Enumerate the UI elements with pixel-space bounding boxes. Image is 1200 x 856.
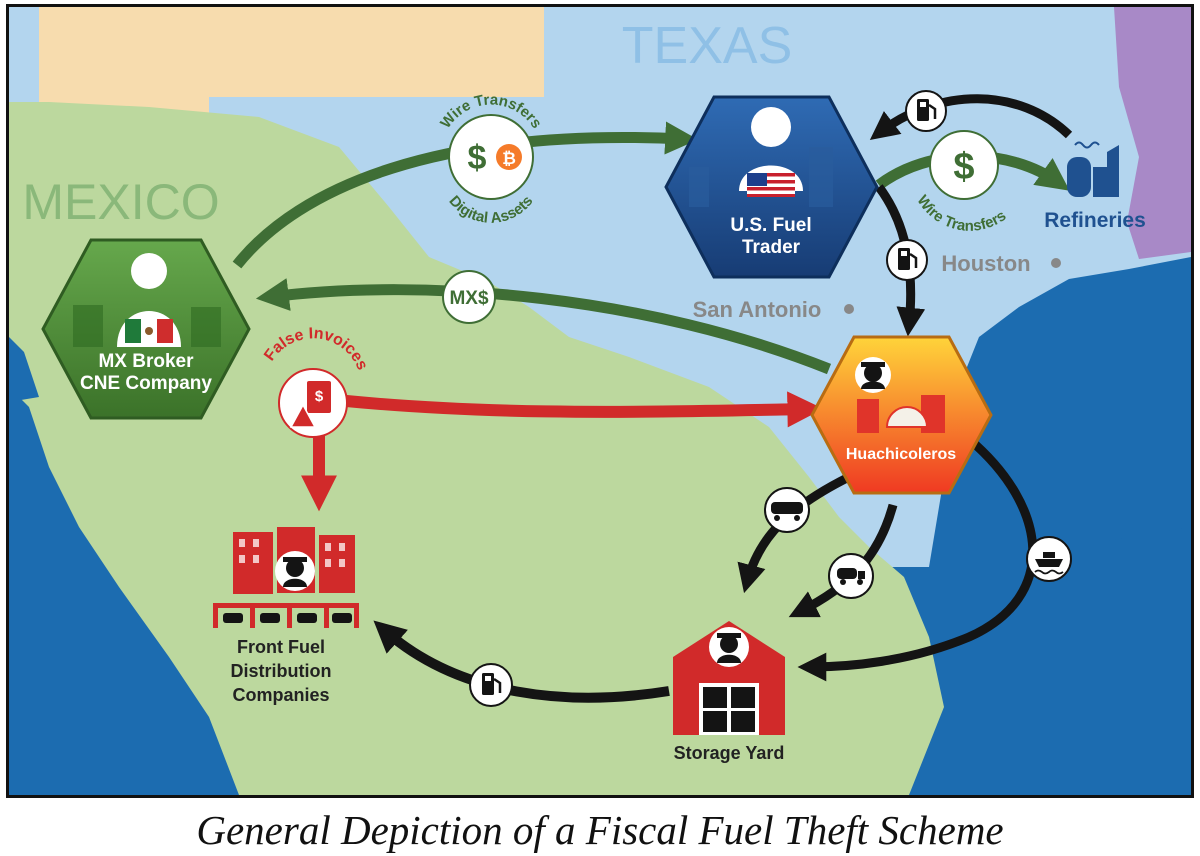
fuel-pump-badge-mid (886, 239, 928, 281)
ship-cabin (1043, 552, 1055, 558)
huachicoleros-node: Huachicoleros (810, 335, 993, 495)
louisiana-region (1114, 7, 1191, 259)
mx-broker-label-2: CNE Company (80, 373, 212, 394)
truck-wheel (840, 579, 846, 585)
mx-broker-node: MX Broker CNE Company (41, 238, 251, 420)
houston-dot (1051, 258, 1061, 268)
mexico-flag-icon (125, 319, 173, 343)
san-antonio-dot (844, 304, 854, 314)
refinery-fuel-arrow (869, 94, 1073, 141)
mexico-label: MEXICO (22, 174, 219, 230)
mexico-region (9, 102, 949, 795)
avatar-body (283, 578, 307, 587)
fuel-theft-map: TEXAS MEXICO Houston San Antonio $ ₿ Wir… (9, 7, 1191, 795)
refineries-label: Refineries (1044, 209, 1146, 232)
storage-yard-label: Storage Yard (674, 743, 785, 763)
wire-transfer-right-badge: $ (929, 130, 999, 200)
huachicoleros-label: Huachicoleros (846, 446, 956, 463)
dollar-icon: $ (953, 146, 974, 188)
refineries-node: Refineries (1044, 141, 1146, 232)
avatar-body (717, 654, 741, 663)
new-mexico-region (39, 7, 544, 122)
refinery-smoke (1074, 141, 1100, 149)
company-building (319, 535, 355, 593)
broker-avatar-icon (131, 253, 167, 289)
rail-wheel (794, 515, 800, 521)
rail-wheel (774, 515, 780, 521)
gulf-california (9, 337, 39, 402)
mx-broker-label-1: MX Broker (98, 351, 194, 372)
building-silhouette (191, 307, 221, 347)
fuel-pump-badge-top (905, 90, 947, 132)
front-fuel-label-3: Companies (232, 685, 329, 705)
fuel-pump-hose (909, 252, 918, 268)
avatar-hat (717, 633, 741, 638)
houston-label: Houston (941, 251, 1030, 276)
building-silhouette (809, 147, 833, 207)
wire-digital-flow-arrow (232, 121, 699, 269)
san-antonio-label: San Antonio (693, 297, 822, 322)
storage-yard-node: Storage Yard (673, 621, 785, 763)
ship-icon (1035, 559, 1063, 567)
front-fuel-label-1: Front Fuel (237, 637, 325, 657)
avatar-body (861, 381, 885, 389)
front-fuel-node: Front Fuel Distribution Companies (213, 527, 359, 705)
refinery-tank-icon (1067, 157, 1091, 197)
trader-avatar-icon (751, 107, 791, 147)
fuel-pump-window (920, 102, 926, 107)
ship-waves (1034, 569, 1064, 575)
refinery-tower (1107, 145, 1119, 197)
figure-caption: General Depiction of a Fiscal Fuel Theft… (196, 807, 1004, 853)
mx-peso-badge: MX$ (442, 270, 496, 324)
mx-peso-flow-arrow (255, 278, 832, 375)
building-silhouette (689, 167, 709, 207)
distribution-arrow (373, 620, 670, 703)
warning-icon (289, 403, 317, 428)
building-silhouette (73, 305, 103, 347)
avatar-hat (861, 362, 885, 367)
wire-digital-badge: $ ₿ (448, 114, 534, 200)
texas-label: TEXAS (622, 17, 793, 75)
false-invoice-badge: $ (278, 368, 348, 438)
pacific-ocean (9, 387, 239, 795)
mx-peso-label: MX$ (449, 288, 489, 309)
tanker-truck-icon (837, 568, 857, 579)
tanker-truck-badge (828, 553, 874, 599)
front-fuel-label-2: Distribution (231, 661, 332, 681)
shell-logo-icon (885, 406, 929, 428)
criminal-avatar-icon (286, 559, 304, 577)
ship-transport-arrow (797, 435, 1038, 682)
bitcoin-icon (496, 144, 522, 170)
gulf-of-mexico (909, 527, 1191, 795)
ship-badge (1026, 536, 1072, 582)
us-trader-label-1: U.S. Fuel (730, 215, 811, 236)
bitcoin-glyph: ₿ (502, 149, 516, 168)
diagram-frame: TEXAS MEXICO Houston San Antonio $ ₿ Wir… (6, 4, 1194, 798)
fuel-pump-badge-bottom (469, 663, 513, 707)
fuel-pump-hose (928, 103, 937, 119)
fuel-pump-hose (493, 677, 502, 693)
criminal-avatar-icon (864, 364, 882, 382)
us-fuel-trader-node: U.S. Fuel Trader (664, 95, 879, 279)
criminal-avatar-icon (720, 635, 738, 653)
building-silhouette (857, 399, 879, 433)
invoice-icon (307, 381, 331, 413)
rail-car-badge (764, 487, 810, 533)
dollar-icon: $ (468, 139, 487, 177)
rail-tanker-icon (771, 502, 803, 514)
false-invoice-arrow (308, 391, 824, 428)
fuel-pump-window (901, 251, 907, 256)
us-trader-label-2: Trader (742, 237, 801, 258)
warehouse-door-panels (703, 687, 755, 732)
truck-wheel (857, 579, 863, 585)
refinery-tank (1093, 167, 1107, 197)
fuel-pump-window (485, 676, 491, 681)
invoice-dollar-glyph: $ (315, 388, 324, 405)
gas-station-icons (213, 603, 359, 628)
building-windows (239, 539, 345, 567)
us-flag-icon (747, 173, 795, 197)
truck-cab (858, 571, 865, 579)
avatar-hat (283, 557, 307, 562)
